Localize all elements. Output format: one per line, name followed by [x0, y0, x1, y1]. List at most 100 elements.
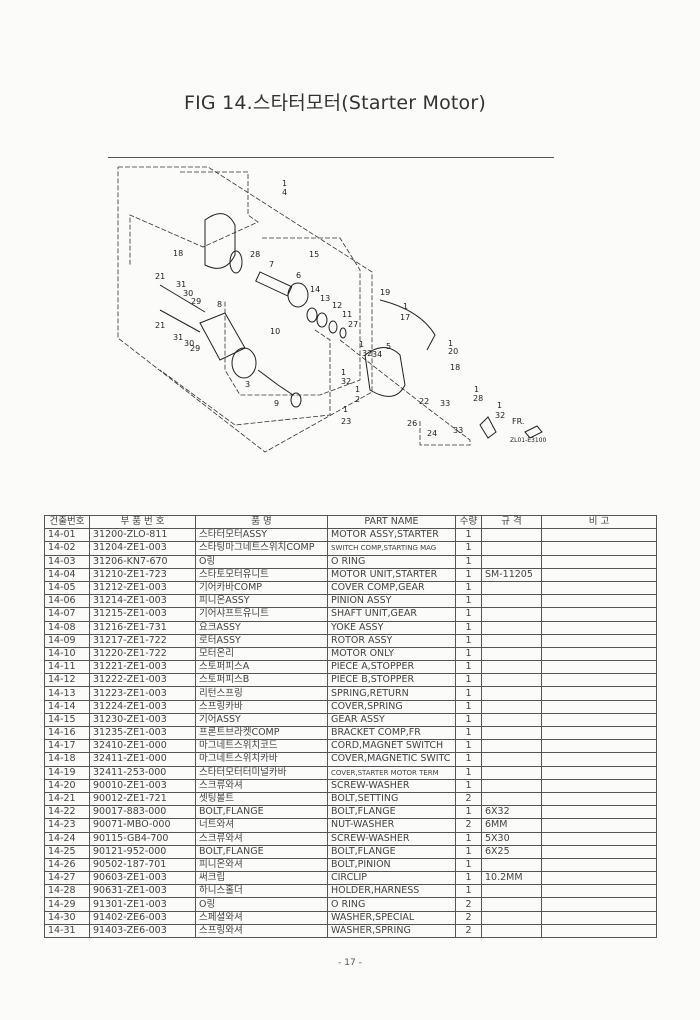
cell-ref-no: 14-21	[44, 791, 90, 807]
cell-part-name: HOLDER,HARNESS	[327, 884, 456, 899]
cell-part-number: 31217-ZE1-722	[89, 633, 196, 648]
header-part-name: PART NAME	[327, 514, 456, 530]
callout-label: 27	[348, 320, 358, 329]
cell-spec	[481, 541, 542, 556]
cell-remarks	[541, 580, 657, 596]
cell-qty: 1	[455, 646, 482, 662]
cell-ref-no: 14-02	[44, 541, 90, 556]
cell-part-number: 90010-ZE1-003	[89, 778, 196, 793]
cell-part-number: 90121-952-000	[89, 844, 196, 859]
page-number: - 17 -	[338, 958, 362, 968]
cell-remarks	[541, 831, 657, 846]
cell-spec	[481, 712, 542, 728]
cell-ref-no: 14-15	[44, 712, 90, 728]
callout-label: 31	[173, 333, 183, 342]
callout-label: 1	[474, 385, 479, 394]
cell-remarks	[541, 633, 657, 648]
cell-part-name: CORD,MAGNET SWITCH	[327, 739, 456, 754]
title-divider	[108, 157, 554, 158]
cell-remarks	[541, 818, 657, 833]
cell-spec	[481, 594, 542, 609]
callout-label: 15	[309, 250, 319, 259]
cell-part-number: 31210-ZE1-723	[89, 567, 196, 582]
cell-part-number: 31221-ZE1-003	[89, 660, 196, 675]
cell-qty: 1	[455, 620, 482, 635]
callout-label: 12	[332, 301, 342, 310]
cell-spec	[481, 620, 542, 635]
cell-remarks	[541, 541, 657, 556]
cell-spec	[481, 739, 542, 754]
cell-part-number: 31224-ZE1-003	[89, 699, 196, 714]
cell-ref-no: 14-30	[44, 910, 90, 925]
cell-part-number: 32410-ZE1-000	[89, 739, 196, 754]
cell-ref-no: 14-16	[44, 725, 90, 741]
cell-qty: 1	[455, 686, 482, 701]
cell-qty: 1	[455, 805, 482, 820]
cell-part-name: COVER,STARTER MOTOR TERM	[327, 765, 456, 780]
callout-label: 8	[217, 300, 222, 309]
parts-table: 건출번호 부 품 번 호 품 명 PART NAME 수량 규 격 비 고 14…	[44, 514, 657, 939]
cell-part-number: 90631-ZE1-003	[89, 884, 196, 899]
cell-part-name: SHAFT UNIT,GEAR	[327, 607, 456, 622]
cell-ref-no: 14-19	[44, 765, 90, 780]
header-spec: 규 격	[481, 514, 542, 530]
cell-part-name: MOTOR ASSY,STARTER	[327, 528, 456, 543]
callout-label: 18	[173, 249, 183, 258]
cell-ref-no: 14-24	[44, 831, 90, 846]
cell-part-number: 91301-ZE1-003	[89, 897, 196, 912]
cell-qty: 2	[455, 897, 482, 912]
callout-label: 30	[183, 289, 193, 298]
callout-label: 32	[362, 349, 372, 358]
cell-spec	[481, 791, 542, 807]
cell-korean-name: 로터ASSY	[195, 633, 328, 648]
cell-korean-name: 요크ASSY	[195, 620, 328, 635]
cell-korean-name: 셋팅볼트	[195, 791, 328, 807]
cell-ref-no: 14-04	[44, 567, 90, 582]
callout-label: 32	[495, 411, 505, 420]
cell-korean-name: 마그네트스위치카바	[195, 752, 328, 767]
callout-label: 28	[250, 250, 260, 259]
cell-part-name: BOLT,FLANGE	[327, 805, 456, 820]
figure-code: ZL01-E3100	[510, 437, 546, 444]
callout-label: 21	[155, 272, 165, 281]
cell-ref-no: 14-26	[44, 857, 90, 873]
callout-label: 13	[320, 294, 330, 303]
cell-part-number: 90012-ZE1-721	[89, 791, 196, 807]
header-remarks: 비 고	[541, 514, 657, 530]
cell-part-number: 31206-KN7-670	[89, 554, 196, 569]
cell-part-number: 31214-ZE1-003	[89, 594, 196, 609]
cell-qty: 1	[455, 739, 482, 754]
cell-remarks	[541, 567, 657, 582]
cell-part-number: 31230-ZE1-003	[89, 712, 196, 728]
cell-part-name: COVER,MAGNETIC SWITC	[327, 752, 456, 767]
cell-qty: 1	[455, 660, 482, 675]
cell-remarks	[541, 686, 657, 701]
callout-label: 31	[176, 280, 186, 289]
cell-part-name: MOTOR ONLY	[327, 646, 456, 662]
cell-qty: 1	[455, 831, 482, 846]
cell-remarks	[541, 607, 657, 622]
cell-spec: SM-11205	[481, 567, 542, 582]
cell-remarks	[541, 673, 657, 688]
callout-label: 28	[473, 394, 483, 403]
cell-korean-name: 스프링와셔	[195, 923, 328, 939]
callout-label: 2	[355, 395, 360, 404]
cell-spec: 5X30	[481, 831, 542, 846]
header-ref-no: 건출번호	[44, 514, 90, 530]
cell-part-name: BRACKET COMP,FR	[327, 725, 456, 741]
part-shapes	[159, 213, 543, 439]
cell-remarks	[541, 752, 657, 767]
cell-korean-name: O링	[195, 554, 328, 569]
cell-korean-name: 기어카바COMP	[195, 580, 328, 596]
cell-qty: 1	[455, 725, 482, 741]
